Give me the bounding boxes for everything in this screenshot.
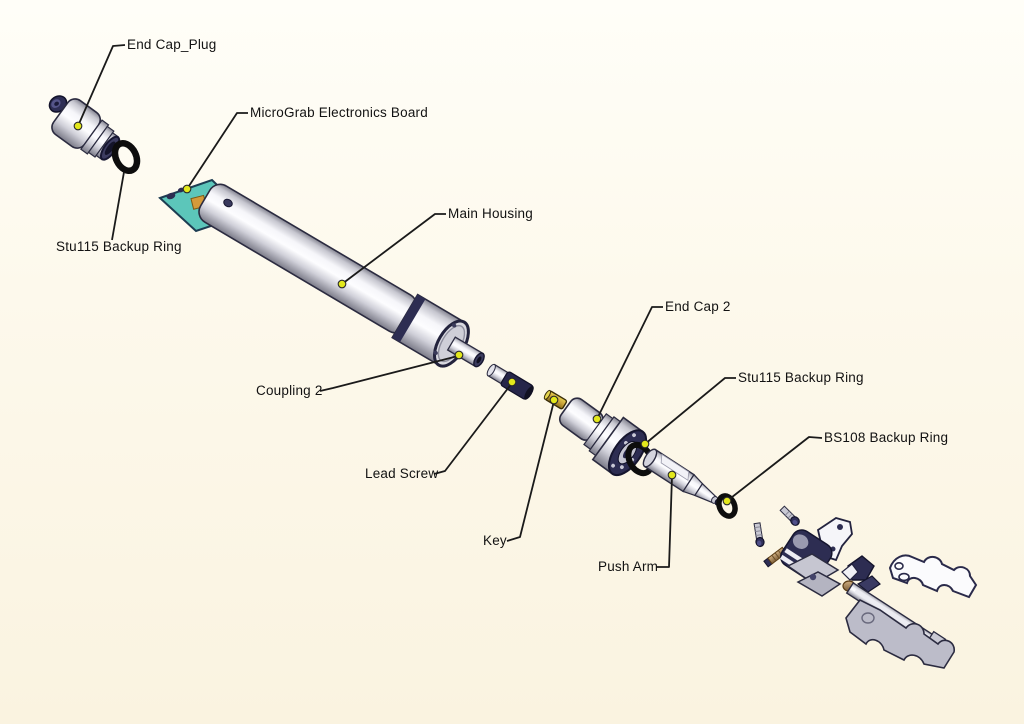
push-arm-part	[642, 448, 722, 506]
screw-part	[779, 505, 800, 526]
gripper-plate-bit	[841, 563, 859, 581]
housing-screw-hole	[451, 323, 457, 328]
label-key: Key	[483, 533, 507, 548]
marker-dot-coupling-2	[454, 350, 464, 360]
leader-line-end-cap-plug	[77, 44, 126, 127]
end-cap-plug-part	[51, 98, 121, 161]
board-component	[177, 187, 185, 193]
label-stu115-backup-ring-right: Stu115 Backup Ring	[738, 370, 864, 385]
gripper-finger-plate	[888, 554, 978, 599]
marker-dot-push-arm	[667, 470, 677, 480]
gripper-link	[856, 575, 881, 593]
gripper-assembly-part	[841, 554, 978, 669]
housing-screw-hole	[433, 350, 438, 355]
leader-line-end-cap-2	[596, 306, 663, 420]
leader-line-micrograb-electronics-board	[186, 112, 248, 190]
marker-dot-key	[549, 395, 559, 405]
coupling-bore	[476, 356, 482, 364]
label-end-cap-plug: End Cap_Plug	[127, 37, 217, 52]
push-arm-flat	[660, 453, 690, 481]
marker-dot-end-cap-2	[592, 414, 602, 424]
label-coupling-2: Coupling 2	[256, 383, 323, 398]
marker-dot-stu115-backup-ring-right	[640, 439, 650, 449]
marker-dot-micrograb-electronics-board	[182, 184, 192, 194]
leader-line-bs108-backup-ring	[726, 436, 823, 502]
label-micrograb-electronics-board: MicroGrab Electronics Board	[250, 105, 428, 120]
label-main-housing: Main Housing	[448, 206, 533, 221]
clamp-assembly-part	[780, 517, 853, 597]
label-stu115-backup-ring-left: Stu115 Backup Ring	[56, 239, 182, 254]
stu115-backup-ring-left-part	[111, 139, 141, 175]
label-bs108-backup-ring: BS108 Backup Ring	[824, 430, 949, 445]
label-lead-screw: Lead Screw	[365, 466, 439, 481]
marker-dot-bs108-backup-ring	[722, 496, 732, 506]
leader-layer	[73, 44, 823, 568]
leader-line-lead-screw	[433, 382, 513, 475]
leader-line-main-housing	[341, 213, 446, 285]
end-cap-plug-assembly	[48, 95, 141, 175]
housing-port-hole	[223, 198, 233, 208]
marker-dot-main-housing	[337, 279, 347, 289]
screw-part	[753, 522, 765, 548]
marker-dot-lead-screw	[507, 377, 517, 387]
bs108-backup-ring-part	[716, 493, 738, 519]
leader-line-stu115-backup-ring-right	[644, 377, 736, 445]
main-housing-part	[198, 183, 485, 368]
leader-line-push-arm	[656, 475, 673, 568]
leader-line-coupling-2	[319, 355, 459, 392]
label-end-cap-2: End Cap 2	[665, 299, 731, 314]
board-component	[166, 192, 176, 200]
leader-line-stu115-backup-ring-left	[111, 171, 125, 241]
gripper-jaw-plate	[845, 598, 955, 669]
housing-collar-rim	[392, 294, 426, 343]
leader-line-key	[506, 400, 555, 542]
label-push-arm: Push Arm	[598, 559, 659, 574]
marker-dot-end-cap-plug	[73, 121, 83, 131]
